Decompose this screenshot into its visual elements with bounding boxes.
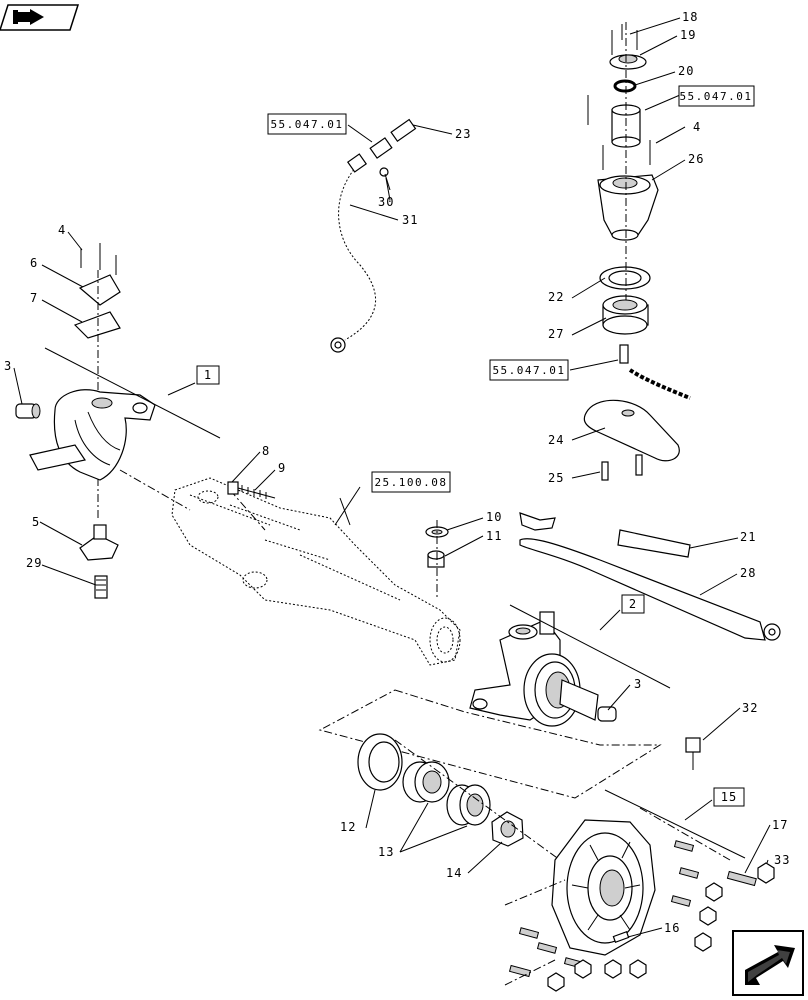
leader-lines	[13, 17, 771, 938]
label-22: 22	[548, 290, 564, 304]
label-24: 24	[548, 433, 564, 447]
steering-knuckle-left	[15, 243, 156, 599]
label-11: 11	[486, 529, 502, 543]
tie-rod	[519, 512, 781, 641]
label-18: 18	[682, 10, 698, 24]
label-25: 25	[548, 471, 564, 485]
label-9: 9	[278, 461, 286, 475]
svg-text:1: 1	[204, 368, 212, 382]
group-brackets	[44, 347, 746, 859]
reference-25-100-08[interactable]: 25.100.08	[371, 471, 451, 493]
label-33: 33	[774, 853, 790, 867]
group-box-15[interactable]: 15	[713, 787, 745, 807]
label-17: 17	[772, 818, 788, 832]
part-labels: 4 6 7 3 5 29 8 9 10 11 3 21 28 23 30 31 …	[4, 10, 790, 935]
label-5: 5	[32, 515, 40, 529]
next-page-arrow-icon[interactable]	[732, 930, 804, 996]
label-23: 23	[455, 127, 471, 141]
svg-text:2: 2	[629, 597, 637, 611]
reference-55-047-01-top[interactable]: 55.047.01	[678, 85, 755, 107]
svg-text:55.047.01: 55.047.01	[270, 118, 343, 131]
label-12: 12	[340, 820, 356, 834]
steering-knuckle-right	[469, 611, 617, 727]
label-19: 19	[680, 28, 696, 42]
label-8: 8	[262, 444, 270, 458]
wheel-hub	[504, 807, 775, 992]
group-box-1[interactable]: 1	[196, 365, 220, 385]
label-10: 10	[486, 510, 502, 524]
label-20: 20	[678, 64, 694, 78]
label-27: 27	[548, 327, 564, 341]
svg-text:15: 15	[721, 790, 737, 804]
label-31: 31	[402, 213, 418, 227]
group-box-2[interactable]: 2	[621, 594, 645, 614]
label-3-left: 3	[4, 359, 12, 373]
label-7: 7	[30, 291, 38, 305]
label-4-right: 4	[693, 120, 701, 134]
axle-housing	[119, 469, 461, 666]
label-21: 21	[740, 530, 756, 544]
svg-text:55.047.01: 55.047.01	[492, 364, 565, 377]
label-4-left: 4	[58, 223, 66, 237]
washers-center	[425, 520, 449, 600]
bolt-32	[685, 737, 701, 770]
label-3-right: 3	[634, 677, 642, 691]
label-14: 14	[446, 866, 462, 880]
reference-55-047-01-left[interactable]: 55.047.01	[267, 113, 347, 135]
svg-text:55.047.01: 55.047.01	[679, 90, 752, 103]
kingpin-top-assembly	[583, 22, 691, 481]
reference-55-047-01-mid[interactable]: 55.047.01	[489, 359, 569, 381]
label-26: 26	[688, 152, 704, 166]
label-30: 30	[378, 195, 394, 209]
label-6: 6	[30, 256, 38, 270]
label-29: 29	[26, 556, 42, 570]
label-32: 32	[742, 701, 758, 715]
hub-bearings	[318, 689, 662, 861]
label-16: 16	[664, 921, 680, 935]
label-28: 28	[740, 566, 756, 580]
book-arrow-icon[interactable]	[0, 4, 80, 31]
brake-hose	[330, 118, 417, 353]
axle-bolt	[227, 481, 276, 499]
label-13: 13	[378, 845, 394, 859]
svg-text:25.100.08: 25.100.08	[374, 476, 447, 489]
